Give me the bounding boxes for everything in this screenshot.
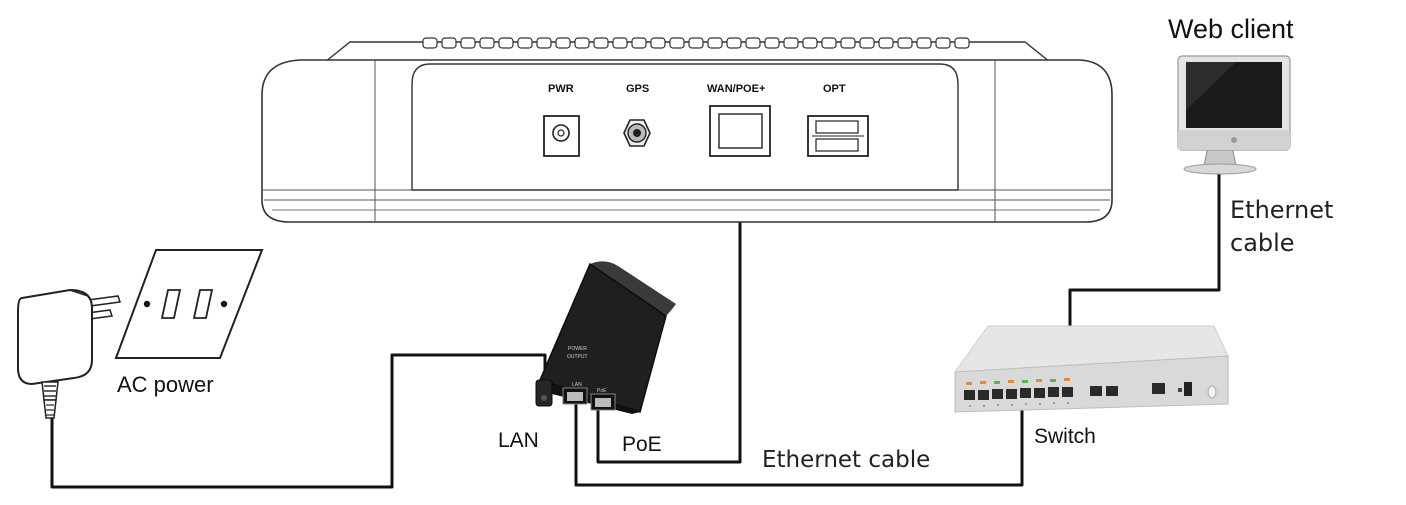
poe-injector: POWER OUTPUT LAN PoE — [535, 261, 676, 414]
wan-poe-cable — [596, 143, 742, 464]
ethernet-cable-label-right-line2: cable — [1230, 229, 1295, 257]
port-panel — [411, 63, 959, 191]
opt-port-label: OPT — [823, 83, 846, 95]
web-client-label: Web client — [1168, 14, 1294, 44]
lan-switch-cable — [574, 404, 1024, 487]
injector-power-text: POWER — [568, 346, 587, 352]
lan-label: LAN — [498, 429, 539, 452]
switch-ports — [964, 383, 1165, 400]
power-adapter — [17, 288, 121, 419]
base-station-device: PWR GPS WAN/POE+ OPT — [261, 37, 1113, 223]
pwr-port-label: PWR — [548, 83, 574, 95]
gps-port-label: GPS — [626, 83, 649, 95]
switch-leds — [966, 378, 1070, 385]
gps-port — [623, 119, 651, 147]
vent-slots — [422, 37, 970, 49]
injector-output-text: OUTPUT — [567, 354, 588, 360]
ac-power-label: AC power — [117, 372, 214, 397]
pwr-port — [543, 115, 580, 157]
switch-label: Switch — [1034, 425, 1096, 448]
ac-wall-socket — [114, 249, 264, 359]
wan-poe-port — [709, 105, 771, 157]
poe-label: PoE — [622, 433, 662, 456]
network-switch — [953, 325, 1229, 413]
web-client-computer — [1177, 55, 1291, 175]
opt-port — [807, 115, 869, 157]
injector-lan-text: LAN — [572, 382, 582, 388]
wan-poe-port-label: WAN/POE+ — [707, 83, 765, 95]
injector-poe-text: PoE — [597, 388, 607, 394]
ethernet-cable-label-bottom: Ethernet cable — [762, 447, 930, 473]
ethernet-cable-label-right-line1: Ethernet — [1230, 196, 1333, 224]
ac-adapter-cable — [50, 353, 547, 489]
